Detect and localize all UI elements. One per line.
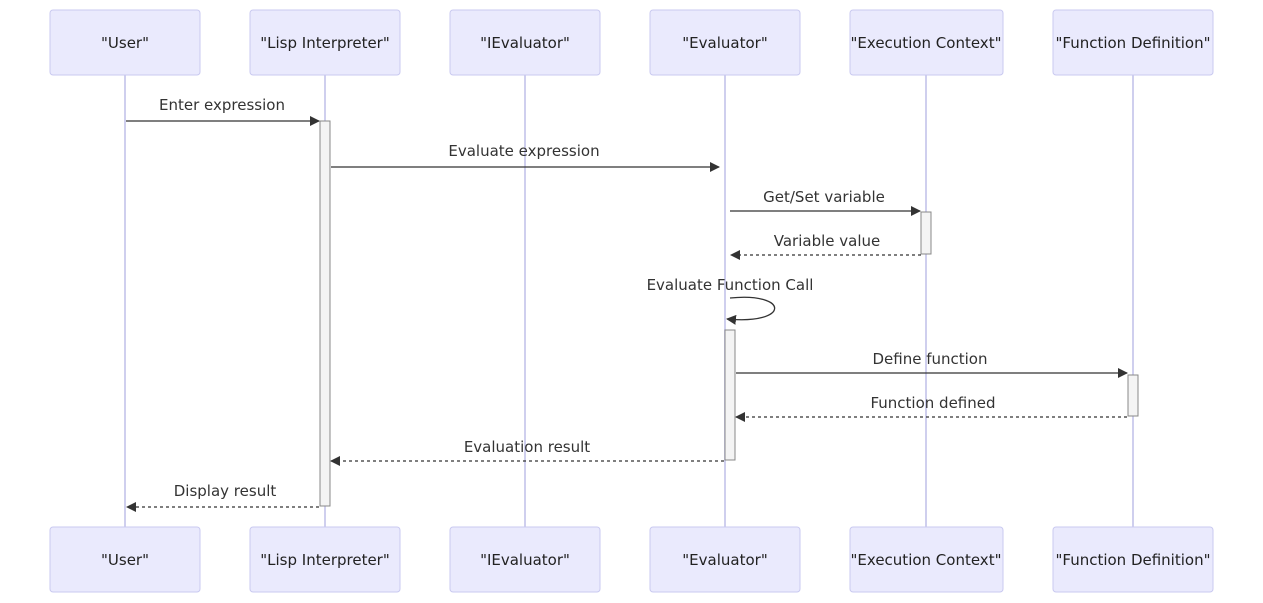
lifelines — [124, 75, 1134, 527]
activation-lisp-interpreter — [319, 120, 331, 507]
actors-top: "User" "Lisp Interpreter" "IEvaluator" "… — [49, 9, 1214, 76]
activation-function-definition — [1127, 374, 1139, 417]
message-enter-expression: Enter expression — [126, 96, 320, 126]
actor-label: "IEvaluator" — [480, 551, 570, 569]
actor-label: "Function Definition" — [1055, 551, 1210, 569]
actor-label: "Lisp Interpreter" — [260, 34, 390, 52]
actor-label: "Evaluator" — [682, 34, 767, 52]
actor-label: "Execution Context" — [851, 34, 1002, 52]
message-evaluate-expression: Evaluate expression — [331, 142, 720, 172]
actor-label: "User" — [101, 551, 149, 569]
actor-function-definition-top: "Function Definition" — [1052, 9, 1214, 76]
message-label: Variable value — [774, 232, 880, 250]
message-label: Evaluate Function Call — [647, 276, 814, 294]
actor-label: "User" — [101, 34, 149, 52]
message-define-function: Define function — [736, 350, 1128, 378]
message-function-defined: Function defined — [735, 394, 1127, 422]
actor-execution-context-top: "Execution Context" — [849, 9, 1004, 76]
actor-label: "Execution Context" — [851, 551, 1002, 569]
actor-ievaluator-bottom: "IEvaluator" — [449, 526, 601, 593]
message-label: Define function — [872, 350, 987, 368]
message-label: Function defined — [870, 394, 995, 412]
actor-evaluator-top: "Evaluator" — [649, 9, 801, 76]
activations — [319, 120, 1139, 507]
actor-label: "Function Definition" — [1055, 34, 1210, 52]
messages: Enter expression Evaluate expression Get… — [126, 96, 1128, 512]
message-evaluate-function-call: Evaluate Function Call — [647, 276, 814, 325]
message-get-set-variable: Get/Set variable — [730, 188, 921, 216]
actor-execution-context-bottom: "Execution Context" — [849, 526, 1004, 593]
actor-user-bottom: "User" — [49, 526, 201, 593]
message-label: Evaluation result — [464, 438, 590, 456]
message-evaluation-result: Evaluation result — [330, 438, 724, 466]
actor-label: "Evaluator" — [682, 551, 767, 569]
activation-execution-context — [920, 211, 932, 255]
actor-lisp-interpreter-top: "Lisp Interpreter" — [249, 9, 401, 76]
actor-lisp-interpreter-bottom: "Lisp Interpreter" — [249, 526, 401, 593]
actor-user-top: "User" — [49, 9, 201, 76]
message-label: Evaluate expression — [448, 142, 599, 160]
actor-label: "IEvaluator" — [480, 34, 570, 52]
message-label: Get/Set variable — [763, 188, 885, 206]
actor-evaluator-bottom: "Evaluator" — [649, 526, 801, 593]
message-label: Display result — [174, 482, 277, 500]
activation-evaluator — [724, 329, 736, 461]
actor-label: "Lisp Interpreter" — [260, 551, 390, 569]
message-label: Enter expression — [159, 96, 285, 114]
actors-bottom: "User" "Lisp Interpreter" "IEvaluator" "… — [49, 526, 1214, 593]
actor-function-definition-bottom: "Function Definition" — [1052, 526, 1214, 593]
actor-ievaluator-top: "IEvaluator" — [449, 9, 601, 76]
message-display-result: Display result — [126, 482, 319, 512]
message-variable-value: Variable value — [730, 232, 921, 260]
